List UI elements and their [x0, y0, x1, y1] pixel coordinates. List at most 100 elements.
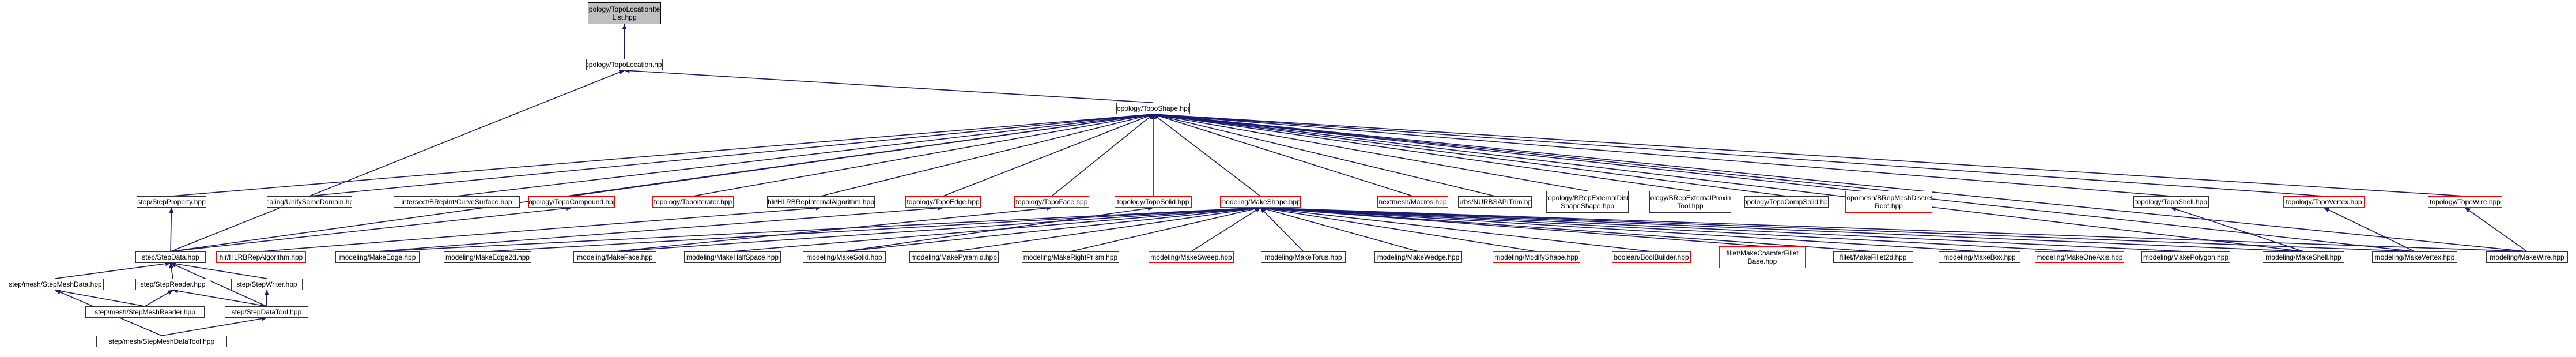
node-stepmeshreader[interactable]: step/mesh/StepMeshReader.hpp: [85, 306, 205, 318]
edge-mkbox-to-makeshape: [1260, 205, 1980, 252]
edge-discret-to-shape: [1153, 112, 1889, 191]
edge-vertex-to-shape: [1153, 112, 2324, 197]
edge-mkvertex-to-vertex: [2323, 207, 2415, 252]
edge-hlralgo-to-hlrint: [260, 205, 822, 252]
node-toposolid[interactable]: topology/TopoSolid.hpp: [1115, 196, 1192, 208]
node-makechamferfilletbase[interactable]: fillet/MakeChamferFillet Base.hpp: [1719, 246, 1806, 268]
node-stepmeshdatatool[interactable]: step/mesh/StepMeshDataTool.hpp: [96, 336, 227, 347]
edge-extshape-to-shape: [1153, 112, 1588, 191]
node-macros[interactable]: nextmesh/Macros.hpp: [1377, 196, 1448, 208]
edge-mkshell-to-makeshape: [1260, 205, 2304, 252]
edge-mkvertex-to-shape: [1153, 112, 2415, 252]
edge-stepdata-to-shape: [170, 112, 1154, 252]
node-makeshell[interactable]: modeling/MakeShell.hpp: [2263, 251, 2344, 263]
edge-mksweep-to-makeshape: [1191, 207, 1261, 252]
edge-stepprop-to-shape: [171, 112, 1154, 197]
node-boolbuilder[interactable]: boolean/BoolBuilder.hpp: [1612, 251, 1691, 263]
node-makewire[interactable]: modeling/MakeWire.hpp: [2486, 251, 2568, 263]
edge-mkedge2d-to-makeshape: [487, 205, 1261, 252]
edge-meshreader-to-reader: [145, 290, 173, 307]
node-topoiterator[interactable]: topology/TopoIterator.hpp: [652, 196, 734, 208]
node-makefillet2d[interactable]: fillet/MakeFillet2d.hpp: [1833, 251, 1913, 263]
edge-face-to-shape: [1051, 114, 1154, 197]
node-makeface[interactable]: modeling/MakeFace.hpp: [573, 251, 656, 263]
edge-mkwedge-to-makeshape: [1260, 206, 1419, 252]
edge-edge-to-shape: [943, 114, 1154, 197]
edge-meshtool-to-datatool: [161, 316, 267, 336]
node-unifysamedomain[interactable]: healing/UnifySameDomain.hpp: [267, 196, 352, 208]
node-makeshape[interactable]: modeling/MakeShape.hpp: [1220, 196, 1301, 208]
edge-mkoneaxis-to-makeshape: [1260, 205, 2080, 252]
edge-makeshape-to-shape: [1153, 114, 1261, 197]
edge-mkpoly-to-makeshape: [1260, 205, 2186, 252]
edge-compsolid-to-shape: [1153, 112, 1787, 197]
node-toposhell[interactable]: topology/TopoShell.hpp: [2133, 196, 2209, 208]
edge-nurbs-to-shape: [1153, 113, 1495, 197]
node-makesweep[interactable]: modeling/MakeSweep.hpp: [1149, 251, 1234, 263]
node-topocompound[interactable]: topology/TopoCompound.hpp: [528, 196, 615, 208]
edge-mkedge-to-edge: [377, 205, 944, 252]
node-makewedge[interactable]: modeling/MakeWedge.hpp: [1374, 251, 1462, 263]
edge-datatool-to-stepdata: [170, 262, 267, 307]
node-maketorus[interactable]: modeling/MakeTorus.hpp: [1261, 251, 1346, 263]
node-makeedge[interactable]: modeling/MakeEdge.hpp: [335, 251, 420, 263]
edge-fillet2d-to-makeshape: [1260, 205, 1874, 252]
node-stepdatatool[interactable]: step/StepDataTool.hpp: [225, 306, 308, 318]
edge-stepdata-to-stepprop: [169, 207, 174, 252]
node-topolocation[interactable]: topology/TopoLocation.hpp: [586, 59, 663, 70]
edge-stepdata-to-compound: [170, 206, 572, 252]
node-makeoneaxis[interactable]: modeling/MakeOneAxis.hpp: [2035, 251, 2124, 263]
node-makehalfspace[interactable]: modeling/MakeHalfSpace.hpp: [684, 251, 781, 263]
edge-mkright-to-makeshape: [1070, 206, 1261, 252]
node-topowire[interactable]: topology/TopoWire.hpp: [2428, 196, 2502, 208]
node-stepreader[interactable]: step/StepReader.hpp: [135, 279, 210, 290]
node-makepyramid[interactable]: modeling/MakePyramid.hpp: [909, 251, 999, 263]
node-hlrbrepinternalalgorithm[interactable]: hlr/HLRBRepInternalAlgorithm.hpp: [767, 196, 875, 208]
edge-reader-to-stepdata: [169, 262, 174, 279]
node-brepmeshdiscretroot[interactable]: topomesh/BRepMeshDiscret Root.hpp: [1845, 191, 1932, 213]
edge-mkvertex-to-makeshape: [1260, 205, 2415, 252]
node-intcurvesurface[interactable]: intersect/BRepInt/CurveSurface.hpp: [394, 196, 520, 208]
edge-mkwire-to-shape: [1153, 112, 2528, 252]
node-toposhape[interactable]: topology/TopoShape.hpp: [1116, 103, 1190, 114]
node-makepolygon[interactable]: modeling/MakePolygon.hpp: [2141, 251, 2230, 263]
node-stepproperty[interactable]: step/StepProperty.hpp: [137, 196, 206, 208]
node-stepwriter[interactable]: step/StepWriter.hpp: [231, 279, 303, 290]
edge-mkedge-to-makeshape: [377, 205, 1261, 252]
node-hlrbrepalgorithm[interactable]: hlr/HLRBRepAlgorithm.hpp: [216, 251, 306, 263]
node-makesolid[interactable]: modeling/MakeSolid.hpp: [803, 251, 886, 263]
node-makebox[interactable]: modeling/MakeBox.hpp: [1939, 251, 2020, 263]
node-root-topolocationitemlist: topology/TopoLocationItem List.hpp: [588, 2, 661, 24]
node-makeedge2d[interactable]: modeling/MakeEdge2d.hpp: [444, 251, 531, 263]
node-modifyshape[interactable]: modeling/ModifyShape.hpp: [1493, 251, 1580, 263]
edge-macros-to-shape: [1153, 113, 1413, 197]
edge-iterator-to-shape: [693, 112, 1154, 197]
edge-mkface-to-face: [614, 205, 1052, 252]
edge-meshreader-to-meshdata: [55, 288, 145, 307]
edge-stepdata-to-toploc: [170, 70, 625, 252]
edge-extprox-to-shape: [1153, 112, 1691, 191]
node-topoedge[interactable]: topology/TopoEdge.hpp: [905, 196, 981, 208]
edge-datatool-to-reader: [172, 288, 267, 307]
edge-mkwire-to-wire: [2464, 207, 2528, 252]
node-topocompsolid[interactable]: topology/TopoCompSolid.hpp: [1744, 196, 1829, 208]
node-topovertex[interactable]: topology/TopoVertex.hpp: [2283, 196, 2365, 208]
node-brepexternaldistshapeshape[interactable]: topology/BRepExternalDist ShapeShape.hpp: [1546, 191, 1629, 213]
node-makerightprism[interactable]: modeling/MakeRightPrism.hpp: [1022, 251, 1119, 263]
edge-mkwire-to-makeshape: [1260, 205, 2528, 252]
edge-boolean-to-makeshape: [1260, 206, 1652, 252]
edge-shape-to-toploc: [624, 68, 1154, 103]
edge-mksolid-to-solid: [844, 206, 1154, 252]
node-brepexternalproximitytool[interactable]: topology/BRepExternalProximity Tool.hpp: [1649, 191, 1731, 213]
node-makevertex[interactable]: modeling/MakeVertex.hpp: [2372, 251, 2457, 263]
node-stepmeshdata[interactable]: step/mesh/StepMeshData.hpp: [7, 279, 104, 290]
edge-mkpyr-to-makeshape: [954, 206, 1261, 252]
node-stepdata[interactable]: step/StepData.hpp: [135, 251, 206, 263]
edge-healing-to-shape: [309, 112, 1154, 197]
node-nurbsapitrim[interactable]: nurbs/NURBSAPITrim.hpp: [1458, 196, 1532, 208]
node-topoface[interactable]: topology/TopoFace.hpp: [1014, 196, 1089, 208]
edge-mkface-to-makeshape: [614, 205, 1261, 252]
edge-meshdata-to-stepdata: [55, 261, 171, 279]
